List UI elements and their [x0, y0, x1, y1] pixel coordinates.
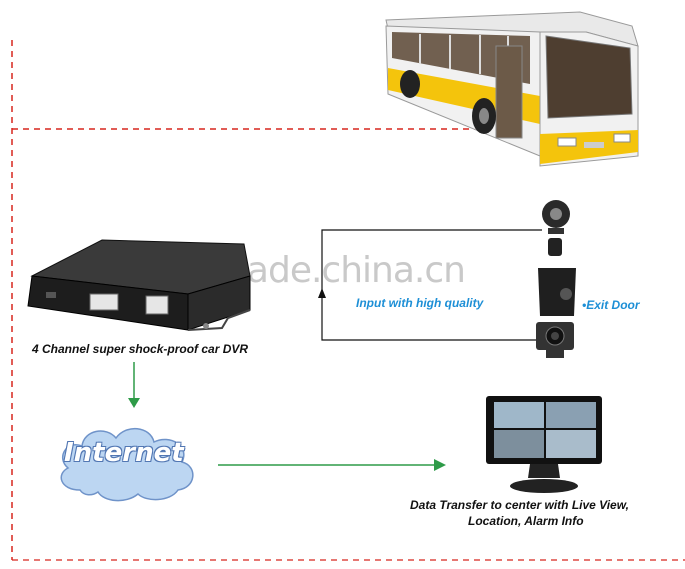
internet-cloud: [60, 428, 194, 502]
monitor-caption-line2: Location, Alarm Info: [468, 514, 584, 528]
watermark: trade.china.cn: [220, 250, 466, 291]
monitor: [486, 396, 602, 493]
exit-door-label: •Exit Door: [582, 298, 640, 312]
internet-label: Internet: [64, 438, 184, 468]
arrow-right: [218, 459, 446, 471]
cameras: [536, 200, 576, 358]
monitor-caption-line1: Data Transfer to center with Live View,: [410, 498, 629, 512]
arrow-down: [128, 362, 140, 408]
dvr-label: 4 Channel super shock-proof car DVR: [32, 342, 249, 356]
camera-bracket: [318, 229, 542, 341]
input-label: Input with high quality: [356, 296, 484, 310]
dvr-device: [27, 239, 251, 331]
bus-illustration: [385, 11, 639, 167]
